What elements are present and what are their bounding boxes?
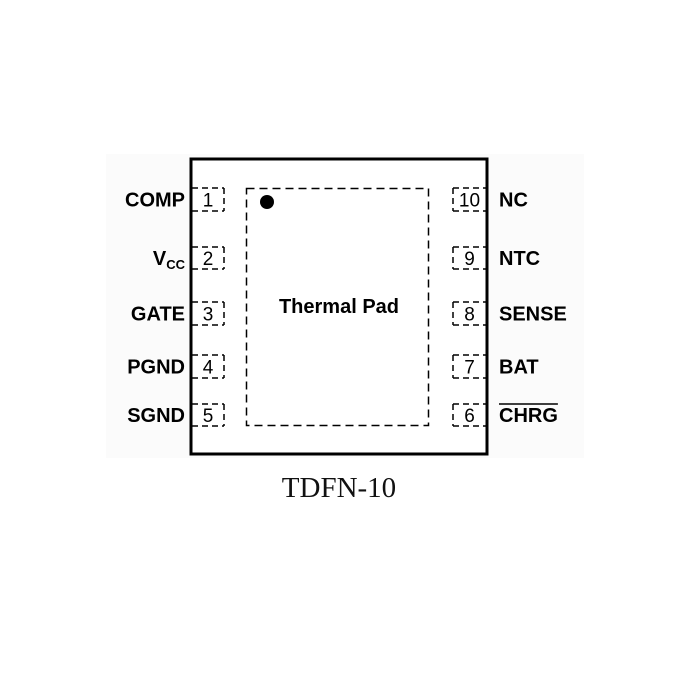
pin-name: BAT <box>499 357 539 379</box>
pin-pad-outline <box>452 403 486 427</box>
pin-pad-outline <box>452 301 486 326</box>
pin-6: 6 CHRG <box>452 403 558 427</box>
pin-number: 8 <box>464 305 475 326</box>
package-outline <box>189 157 489 456</box>
pin-number: 7 <box>464 358 475 379</box>
pin-pad-outline <box>192 403 225 427</box>
pin-number: 3 <box>203 305 214 326</box>
pin-4: 4 PGND <box>127 354 225 379</box>
pin-pad-outline <box>192 301 225 326</box>
pin-5: 5 SGND <box>127 403 225 427</box>
pin-pad-outline <box>192 354 225 379</box>
pin-name-subscript: CC <box>166 257 185 272</box>
pin-name: VCC <box>153 248 186 272</box>
pin-number: 9 <box>464 249 475 270</box>
pin-7: 7 BAT <box>452 354 539 379</box>
pin-9: 9 NTC <box>452 246 540 270</box>
pin-pad-outline <box>192 246 225 270</box>
pin-8: 8 SENSE <box>452 301 567 326</box>
pin-name: SENSE <box>499 304 567 326</box>
thermal-pad-label: Thermal Pad <box>279 296 399 318</box>
pin-name: CHRG <box>499 405 558 427</box>
pin-10: 10 NC <box>452 187 528 212</box>
pin-number: 2 <box>203 249 214 270</box>
pin-number: 5 <box>203 406 214 427</box>
pin-number: 1 <box>203 191 214 212</box>
pin-pad-outline <box>452 246 486 270</box>
pin-name: GATE <box>131 304 185 326</box>
pin-number: 6 <box>464 406 475 427</box>
pin1-indicator-dot <box>260 195 274 209</box>
pin-number: 4 <box>203 358 214 379</box>
pin-pad-outline <box>452 187 486 212</box>
thermal-pad-outline <box>245 187 430 427</box>
pin-pad-outline <box>452 354 486 379</box>
pin-1: 1 COMP <box>125 187 225 212</box>
pin-pad-outline <box>192 187 225 212</box>
pin-name: SGND <box>127 405 185 427</box>
pin-name: COMP <box>125 190 185 212</box>
pin-3: 3 GATE <box>131 301 225 326</box>
pin-name: NTC <box>499 248 540 270</box>
pin-name: PGND <box>127 357 185 379</box>
package-name: TDFN-10 <box>282 472 396 504</box>
pin-2: 2 VCC <box>153 246 225 272</box>
pin-name: NC <box>499 190 528 212</box>
pin-number: 10 <box>459 191 480 212</box>
